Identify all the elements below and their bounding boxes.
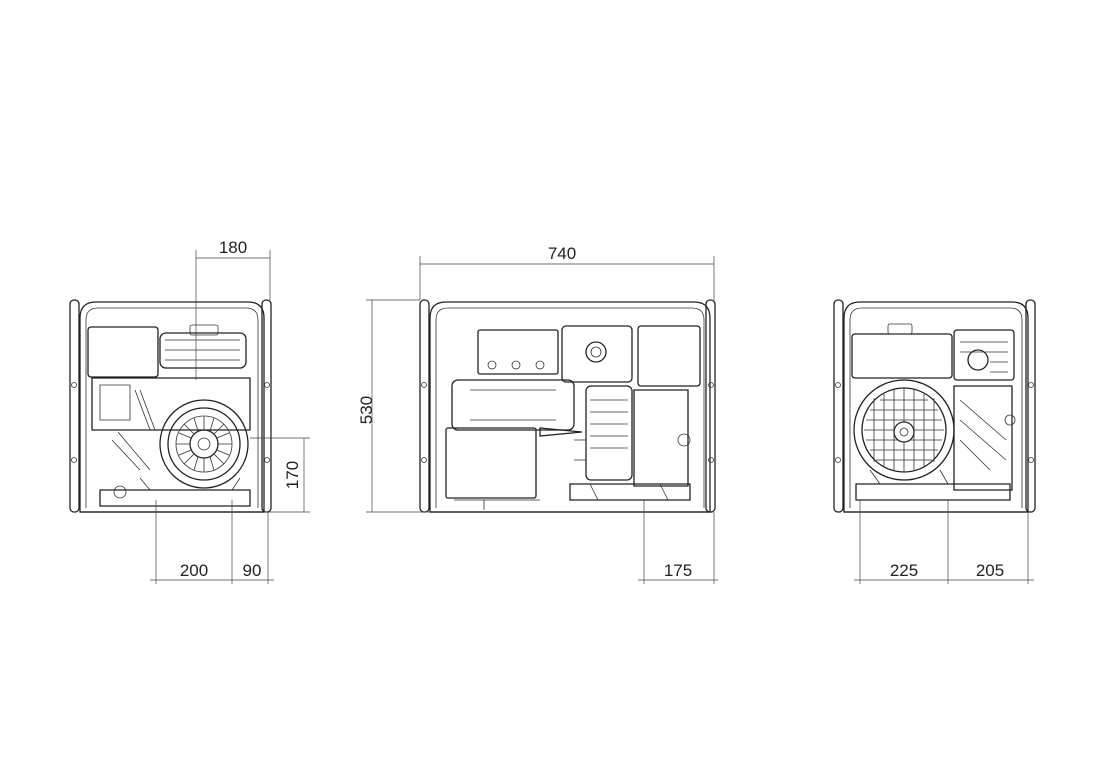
starter-fins (176, 416, 232, 472)
dim-740-label: 740 (548, 244, 576, 263)
frame-rail-right (705, 299, 716, 513)
control-panel (477, 329, 559, 375)
front-view: 740 530 175 (357, 244, 718, 584)
frame-rail-left (419, 299, 430, 513)
alternator (451, 379, 575, 431)
frame-outline (429, 301, 711, 513)
engine-cylinder (585, 385, 633, 481)
engine-head (561, 325, 633, 383)
right-view: 225 205 (833, 299, 1036, 584)
fuel-tank (851, 333, 953, 379)
dim-205: 205 (976, 561, 1004, 580)
fuel-tank (87, 326, 159, 378)
frame-rail-left (833, 299, 844, 513)
dim-200: 200 (180, 561, 208, 580)
left-view: 180 170 200 90 (69, 238, 310, 584)
dim-175: 175 (664, 561, 692, 580)
frame-outline (79, 301, 265, 513)
frame-rail-right (1025, 299, 1036, 513)
dim-170: 170 (283, 461, 302, 489)
recoil-starter (159, 399, 249, 489)
frame-outline (843, 301, 1029, 513)
dim-530: 530 (357, 396, 376, 424)
dim-90: 90 (243, 561, 262, 580)
dim-225: 225 (890, 561, 918, 580)
dim-180: 180 (219, 238, 247, 257)
frame-rail-left (69, 299, 80, 513)
